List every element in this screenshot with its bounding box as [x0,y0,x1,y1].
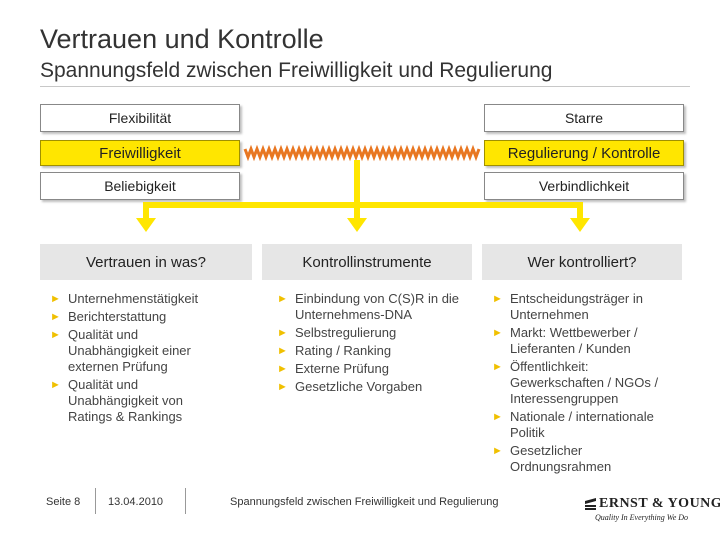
triangle-right-icon: ► [50,329,61,341]
instruments-list: ►Einbindung von C(S)R in die Unternehmen… [277,291,462,397]
column-heading-controllers: Wer kontrolliert? [482,244,682,280]
list-item: ►Qualität und Unabhängigkeit einer exter… [50,327,191,374]
triangle-right-icon: ► [50,293,61,305]
trust-list: ►Unternehmenstätigkeit ►Berichterstattun… [50,291,220,427]
triangle-right-icon: ► [277,363,288,375]
page-number: Seite 8 [46,496,81,508]
bindingness-label: Verbindlichkeit [538,178,630,194]
list-item: ►Externe Prüfung [277,361,389,376]
list-item: ►Nationale / internationale Politik [492,409,654,440]
middle-arrow-head [347,218,367,232]
spectrum-wave-line [243,144,481,162]
flexibility-label: Flexibilität [108,110,172,126]
controllers-list: ►Entscheidungsträger in Unternehmen ►Mar… [492,291,682,477]
footer-caption: Spannungsfeld zwischen Freiwilligkeit un… [230,496,499,508]
footer-divider [95,488,96,514]
left-arrow-head [136,218,156,232]
footer-divider [185,488,186,514]
list-item: ►Berichterstattung [50,309,167,324]
column-heading-controllers-label: Wer kontrolliert? [527,253,637,271]
triangle-right-icon: ► [277,327,288,339]
left-arrow-shaft [143,202,149,220]
right-arrow-head [570,218,590,232]
list-item: ►Entscheidungsträger in Unternehmen [492,291,643,322]
column-heading-trust: Vertrauen in was? [40,244,252,280]
list-item: ►Qualität und Unabhängigkeit von Ratings… [50,377,183,424]
column-heading-instruments: Kontrollinstrumente [262,244,472,280]
list-item: ►Einbindung von C(S)R in die Unternehmen… [277,291,460,322]
triangle-right-icon: ► [492,445,503,457]
horizontal-bar [143,202,583,208]
column-heading-trust-label: Vertrauen in was? [85,253,207,271]
list-item: ►Markt: Wettbewerber / Lieferanten / Kun… [492,325,638,356]
logo-text: ERNST & YOUNG [599,496,720,511]
voluntariness-label: Freiwilligkeit [99,144,181,162]
ey-logo-icon [585,498,596,510]
page-subtitle: Spannungsfeld zwischen Freiwilligkeit un… [40,59,553,82]
list-item: ►Rating / Ranking [277,343,392,358]
column-heading-instruments-label: Kontrollinstrumente [302,253,432,271]
center-stem [354,160,360,205]
triangle-right-icon: ► [492,327,503,339]
regulation-box: Regulierung / Kontrolle [484,140,684,166]
logo-tagline: Quality In Everything We Do [595,513,689,522]
triangle-right-icon: ► [492,293,503,305]
triangle-right-icon: ► [492,411,503,423]
triangle-right-icon: ► [277,381,288,393]
flexibility-box: Flexibilität [40,104,240,132]
title-divider [40,86,690,87]
spectrum-connector-graphic [136,144,590,232]
arbitrariness-label: Beliebigkeit [104,178,176,194]
triangle-right-icon: ► [492,361,503,373]
voluntariness-box: Freiwilligkeit [40,140,240,166]
ey-logo: ERNST & YOUNG Quality In Everything We D… [585,496,720,526]
list-item: ►Gesetzliche Vorgaben [277,379,423,394]
list-item: ►Gesetzlicher Ordnungsrahmen [492,443,612,474]
arbitrariness-box: Beliebigkeit [40,172,240,200]
list-item: ►Öffentlichkeit: Gewerkschaften / NGOs /… [492,359,659,406]
triangle-right-icon: ► [50,379,61,391]
triangle-right-icon: ► [50,311,61,323]
rigidity-label: Starre [564,110,604,126]
triangle-right-icon: ► [277,345,288,357]
list-item: ►Unternehmenstätigkeit [50,291,199,306]
triangle-right-icon: ► [277,293,288,305]
bindingness-box: Verbindlichkeit [484,172,684,200]
footer-date: 13.04.2010 [108,496,164,508]
middle-arrow-shaft [354,202,360,220]
regulation-label: Regulierung / Kontrolle [507,144,661,162]
list-item: ►Selbstregulierung [277,325,397,340]
right-arrow-shaft [577,202,583,220]
page-title: Vertrauen und Kontrolle [40,24,324,54]
rigidity-box: Starre [484,104,684,132]
